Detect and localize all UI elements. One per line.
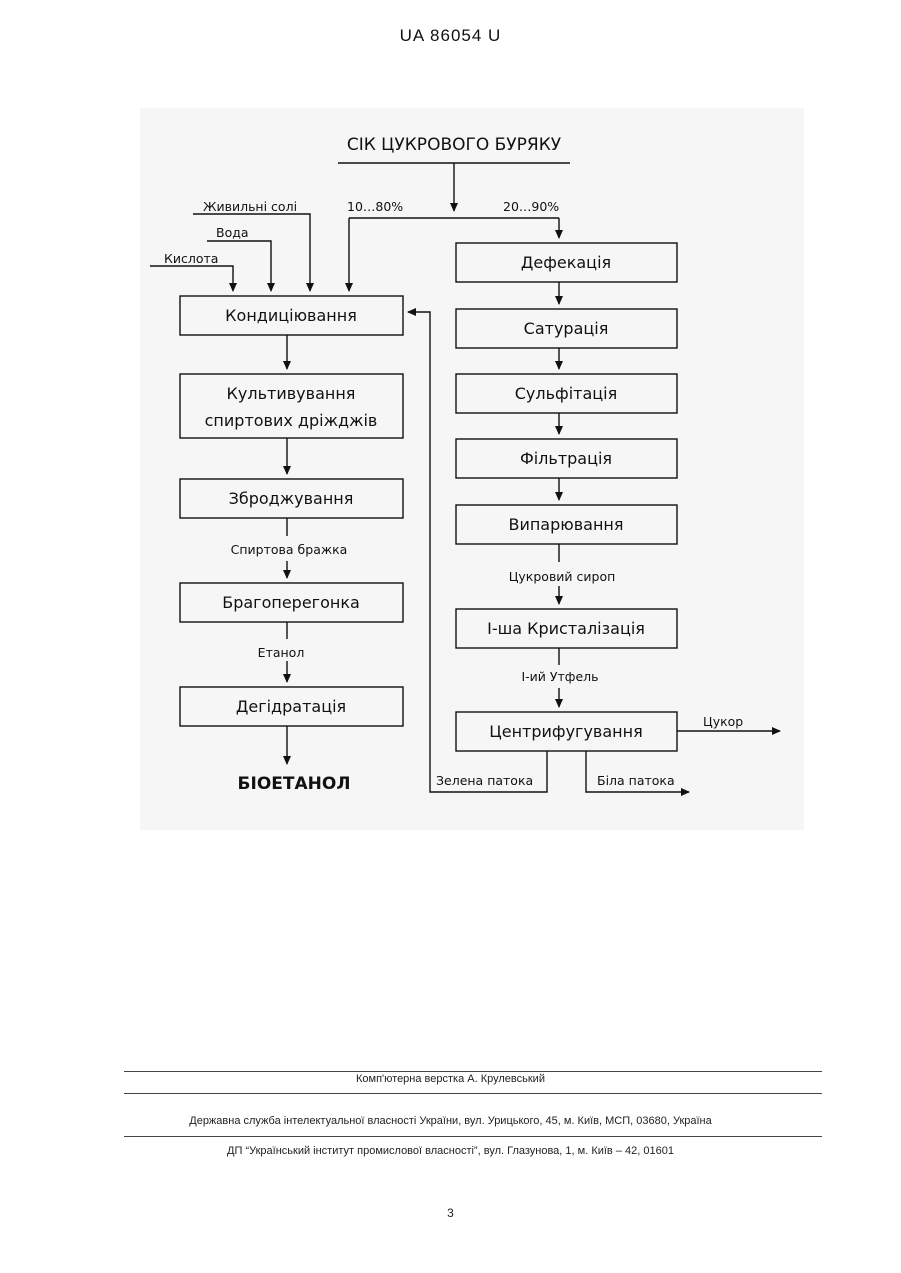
filtration-text: Фільтрація: [520, 449, 612, 468]
footer-divider: [124, 1136, 822, 1137]
dehydration-text: Дегідратація: [236, 697, 346, 716]
footer-divider: [124, 1093, 822, 1094]
ethanol-label: Етанол: [258, 645, 305, 660]
massecuite-label: І-ий Утфель: [521, 669, 598, 684]
footer-layout-credit: Комп'ютерна верстка А. Крулевський: [0, 1073, 901, 1085]
footer-institute: ДП “Український інститут промислової вла…: [0, 1145, 901, 1157]
fermentation-text: Зброджування: [229, 489, 354, 508]
syrup-label: Цукровий сироп: [509, 569, 616, 584]
distillation-text: Брагоперегонка: [222, 593, 360, 612]
cultivation-text-1: Культивування: [227, 384, 356, 403]
page-number: 3: [0, 1206, 901, 1220]
centrifugation-text: Центрифугування: [489, 722, 642, 741]
acid-input-arrow: [150, 266, 233, 291]
footer-divider: [124, 1071, 822, 1072]
salts-label: Живильні солі: [203, 199, 297, 214]
footer-agency: Державна служба інтелектуальної власност…: [0, 1115, 901, 1127]
split-right-label: 20…90%: [503, 199, 559, 214]
green-molasses-label: Зелена патока: [436, 773, 533, 788]
sulfitation-text: Сульфітація: [515, 384, 618, 403]
white-molasses-label: Біла патока: [597, 773, 675, 788]
acid-label: Кислота: [164, 251, 218, 266]
sugar-label: Цукор: [703, 714, 743, 729]
saturation-text: Сатурація: [524, 319, 609, 338]
evaporation-text: Випарювання: [508, 515, 623, 534]
bioethanol-product: БІОЕТАНОЛ: [238, 774, 351, 794]
split-left-label: 10…80%: [347, 199, 403, 214]
cultivation-text-2: спиртових дріжджів: [205, 411, 378, 430]
water-label: Вода: [216, 225, 249, 240]
defecation-text: Дефекація: [521, 253, 611, 272]
mash-label: Спиртова бражка: [231, 542, 348, 557]
crystallization-text: І-ша Кристалізація: [487, 619, 645, 638]
conditioning-text: Кондиціювання: [225, 306, 357, 325]
source-label: СІК ЦУКРОВОГО БУРЯКУ: [347, 135, 562, 155]
